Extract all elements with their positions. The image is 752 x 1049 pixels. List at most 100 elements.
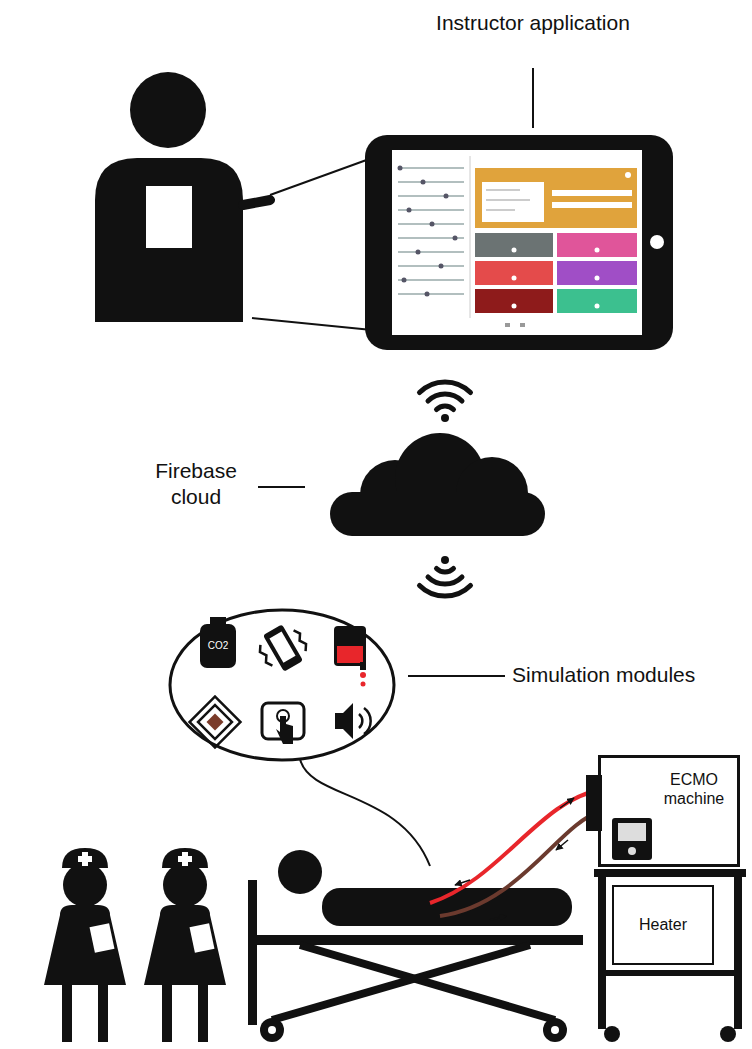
tablet-slider: [421, 180, 426, 185]
tablet-panel: [475, 168, 637, 228]
patient-figure: [278, 850, 572, 926]
wifi-symbol: [420, 382, 471, 393]
bleeding-icon: [334, 626, 366, 687]
vibration-icon: [257, 645, 272, 668]
tablet-panel: [486, 200, 530, 201]
ecmo-cart: [598, 755, 740, 867]
nurse-figure: [63, 863, 107, 907]
nurse-figure: [178, 856, 192, 862]
tablet-panel: [505, 323, 510, 327]
touch-icon: [276, 716, 293, 744]
bleeding-icon: [337, 646, 363, 663]
stretcher: [248, 880, 583, 1042]
tablet-slider: [439, 264, 444, 269]
node-label: Heater: [620, 915, 706, 934]
co2-canister-icon: [200, 617, 236, 668]
tablet-slider: [398, 293, 464, 295]
ecmo-cart: [612, 818, 652, 860]
instructor-figure: [95, 72, 270, 322]
nurse-figure: [78, 856, 92, 862]
stretcher: [551, 1026, 559, 1034]
nurse-figure: [44, 848, 226, 1042]
tablet-panel: [475, 261, 553, 285]
tablet-panel: [512, 276, 517, 281]
tablet-panel: [475, 233, 553, 257]
zoom-line: [270, 158, 372, 195]
tablet-panel: [595, 248, 600, 253]
instructor-figure: [243, 200, 270, 205]
wifi-symbol: [420, 586, 471, 597]
nurse-figure: [62, 980, 72, 1042]
bubble-tail: [300, 759, 430, 866]
tablet-slider: [430, 222, 435, 227]
tablet-slider: [398, 195, 464, 197]
nurse-figure: [90, 923, 115, 953]
cloud-shape: [330, 433, 545, 536]
tablet-slider: [402, 278, 407, 283]
tablet-slider: [398, 166, 403, 171]
heating-pad-icon: [198, 705, 232, 739]
leader-line: [408, 675, 505, 677]
tablet-panel: [595, 304, 600, 309]
tablet-panel: [512, 304, 517, 309]
wifi-symbol: [437, 406, 454, 410]
nurse-figure: [190, 923, 215, 953]
tablet-panel: [486, 210, 515, 211]
tablet-panel: [557, 289, 637, 313]
module-label: Simulation modules: [512, 662, 750, 688]
vibration-icon: [253, 619, 312, 677]
heating-pad-icon: [207, 714, 224, 731]
speaker-icon: [364, 708, 371, 734]
vibration-icon: [269, 632, 295, 663]
wifi-symbol: [441, 414, 449, 422]
bleeding-icon: [334, 626, 366, 666]
title-label: Instructor application: [420, 10, 646, 36]
wifi-symbol: [428, 577, 462, 584]
flow-arrow: [560, 798, 574, 808]
heating-pad-icon: [190, 697, 241, 748]
tablet-panel: [552, 190, 632, 196]
patient-figure: [322, 888, 572, 926]
nurse-figure: [98, 980, 108, 1042]
ecmo-cart: [598, 970, 742, 976]
stretcher: [248, 880, 257, 1025]
tablet-slider: [398, 166, 465, 297]
stretcher: [543, 1018, 567, 1042]
stretcher: [300, 945, 555, 1020]
tablet: [365, 135, 673, 350]
flow-arrow: [455, 798, 574, 920]
tablet: [392, 150, 642, 335]
wifi-symbol: [428, 394, 462, 401]
nurse-figure: [198, 980, 208, 1042]
tablet: [650, 235, 664, 249]
wifi-symbol: [420, 556, 471, 596]
vibration-icon: [294, 628, 309, 651]
nurse-figure: [62, 848, 108, 868]
modules-bubble: [170, 610, 394, 760]
cloud-shape: [330, 492, 545, 536]
ecmo-cart: [628, 847, 636, 855]
instructor-figure: [95, 158, 243, 322]
nurse-figure: [44, 905, 126, 985]
cloud-label: Firebase cloud: [140, 458, 252, 511]
tablet-panel: [512, 248, 517, 253]
tablet-slider: [398, 251, 464, 253]
tablet-slider: [398, 279, 464, 281]
co2-canister-icon: [200, 624, 236, 668]
arterial-tube: [430, 790, 600, 903]
tablet-panel: [595, 276, 600, 281]
stretcher: [248, 935, 583, 945]
tablet-slider: [407, 208, 412, 213]
zoom-line: [252, 318, 372, 330]
stretcher: [260, 1018, 284, 1042]
ecmo-cart: [594, 869, 746, 877]
speaker-icon: [335, 703, 371, 739]
speaker-icon: [335, 703, 353, 739]
tablet-panel: [557, 233, 637, 257]
leader-line: [258, 486, 305, 488]
tablet: [470, 156, 471, 318]
ecmo-cart: [720, 1026, 736, 1042]
tablet-panel: [625, 172, 631, 178]
flow-arrow: [556, 840, 568, 850]
